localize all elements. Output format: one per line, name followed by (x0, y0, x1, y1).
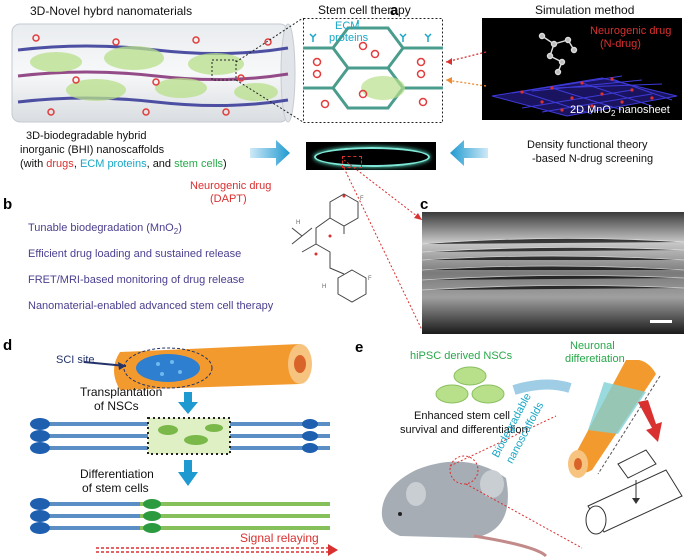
feature-drug-loading: Efficient drug loading and sustained rel… (28, 248, 242, 260)
feature-stem-cell-therapy: Nanomaterial-enabled advanced stem cell … (28, 300, 274, 312)
dft-line-1: Density functional theory (527, 139, 648, 151)
stem-cell-therapy-box (303, 18, 443, 123)
hipsc-label: hiPSC derived NSCs (410, 350, 513, 362)
dft-line-2: -based N-drug screening (532, 153, 654, 165)
panel-label-a: a (390, 2, 399, 19)
dapt-name-1: Neurogenic drug (190, 180, 272, 192)
bhi-line-1: 3D-biodegradable hybrid (26, 130, 147, 142)
heading-hybrid-nanomaterials: 3D-Novel hybrd nanomaterials (30, 4, 193, 18)
bhi-line-2: inorganic (BHI) nanoscaffolds (20, 144, 165, 156)
zoom-lines (235, 17, 304, 123)
dapt-name-2: (DAPT) (210, 193, 247, 205)
mno2-lattice (491, 32, 678, 117)
scaffold-photo (306, 142, 436, 170)
zoom-to-c (343, 159, 423, 331)
neurogenic-drug-label-1: Neurogenic drug (590, 25, 672, 37)
nanosheet-label: 2D MnO2 nanosheet (570, 104, 670, 119)
svg-text:F: F (360, 196, 364, 202)
sci-site-label: SCI site (56, 354, 95, 366)
scaffold-illustration (11, 23, 296, 123)
mouse-spinal-illustration (381, 360, 683, 558)
svg-text:F: F (368, 276, 372, 282)
simulation-arrows (445, 51, 487, 87)
enhanced-label-2: survival and differentiation (400, 424, 528, 436)
svg-text:H: H (296, 220, 300, 226)
enhanced-label-1: Enhanced stem cell (414, 410, 510, 422)
signal-relaying-label: Signal relaying (240, 531, 319, 545)
bhi-line-3: (with drugs, ECM proteins, and stem cell… (20, 158, 227, 170)
heading-simulation-method: Simulation method (535, 3, 635, 17)
feature-biodegradation: Tunable biodegradation (MnO2) (28, 222, 182, 237)
svg-text:H: H (322, 284, 326, 290)
transplantation-label-1: Transplantation (80, 385, 163, 399)
differentiation-label-1: Differentiation (80, 467, 154, 481)
differentiation-label-2: of stem cells (82, 481, 149, 495)
ecm-proteins-label-1: ECM (335, 20, 360, 32)
neuronal-label-2: differetiation (565, 353, 625, 365)
heading-stem-cell-therapy: Stem cell therapy (318, 3, 411, 17)
panel-label-c: c (420, 196, 429, 213)
nsc-cluster (435, 366, 505, 404)
spinal-cord-illustration (30, 344, 338, 556)
panel-label-d: d (3, 337, 13, 354)
neurogenic-drug-label-2: (N-drug) (600, 38, 641, 50)
sem-image (422, 212, 684, 334)
feature-fret-mri: FRET/MRI-based monitoring of drug releas… (28, 274, 245, 286)
panel-label-e: e (355, 339, 364, 356)
center-arrows (250, 140, 488, 166)
dapt-structure: F F H H (291, 193, 372, 303)
transplantation-label-2: of NSCs (94, 399, 139, 413)
neuronal-label-1: Neuronal (570, 340, 615, 352)
panel-label-b: b (3, 196, 13, 213)
ecm-proteins-label-2: proteins (329, 32, 369, 44)
